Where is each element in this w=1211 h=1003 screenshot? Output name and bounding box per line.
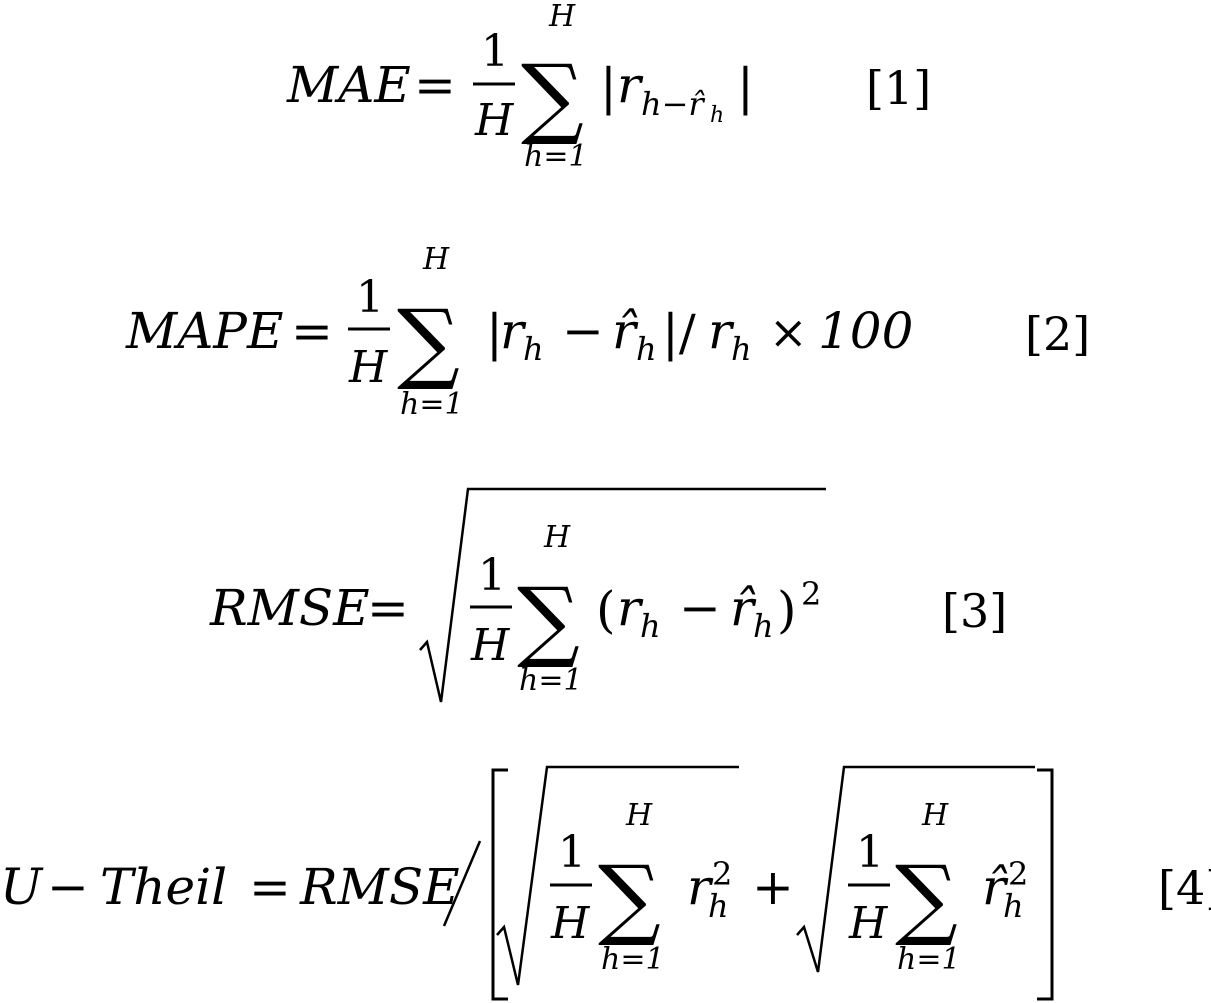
equation-u-theil: U − Theil = RMSE 1 H H ∑ h=1 r h 2 + 1 H… — [0, 765, 1211, 1001]
fraction-numerator: 1 — [356, 272, 384, 323]
subscript-h: h — [640, 607, 661, 645]
sum-lower-limit: h=1 — [400, 387, 464, 422]
variable-r: r — [617, 579, 644, 637]
rmse-label: RMSE — [209, 579, 370, 637]
open-parenthesis: ( — [596, 581, 616, 639]
fraction-numerator: 1 — [481, 26, 509, 77]
times-sign: × — [769, 305, 808, 359]
equals-sign: = — [414, 56, 456, 114]
subscript-h: h — [523, 330, 544, 368]
fraction-denominator: H — [848, 898, 889, 949]
fraction-numerator: 1 — [856, 827, 884, 878]
fraction-denominator: H — [550, 898, 591, 949]
abs-bar-open: | — [600, 58, 617, 116]
sum-lower-limit: h=1 — [601, 942, 665, 977]
square-root-sign — [419, 487, 826, 703]
variable-r: r — [708, 302, 735, 360]
sum-upper-limit: H — [543, 520, 571, 555]
theil-label: Theil — [100, 858, 227, 916]
equation-mape: MAPE = 1 H H ∑ h=1 | r h − r̂ h |/ r h ×… — [125, 242, 1090, 422]
mae-label: MAE — [286, 56, 411, 114]
sum-upper-limit: H — [625, 798, 653, 833]
fraction-numerator: 1 — [478, 550, 506, 601]
abs-bar-close: | — [737, 58, 754, 116]
summation-symbol: ∑ — [895, 846, 958, 949]
equation-rmse: RMSE = 1 H H ∑ h=1 ( r h − r̂ h ) 2 [3] — [209, 487, 1007, 703]
subscript-expression: h−r̂ — [641, 85, 705, 123]
square-root-sign — [496, 765, 739, 986]
right-bracket — [1037, 768, 1054, 1001]
abs-bar-close-divide: |/ — [662, 304, 696, 362]
variable-r: r — [617, 56, 644, 114]
sum-upper-limit: H — [921, 798, 949, 833]
u-label: U — [0, 858, 44, 916]
sum-lower-limit: h=1 — [897, 942, 961, 977]
equation-mae: MAE = 1 H H ∑ h=1 | r h−r̂ h | [1] — [286, 0, 931, 174]
variable-r-hat: r̂ — [982, 858, 1009, 916]
minus-sign: − — [679, 579, 721, 637]
square-root-sign — [796, 765, 1035, 973]
exponent-2: 2 — [1008, 855, 1028, 893]
summation-symbol: ∑ — [598, 846, 661, 949]
equals-sign: = — [291, 302, 333, 360]
equals-sign: = — [367, 579, 409, 637]
division-slash — [442, 840, 482, 927]
variable-r-hat: r̂ — [612, 302, 639, 360]
subscript-h: h — [753, 607, 774, 645]
equation-number: [4] — [1158, 861, 1211, 915]
variable-r: r — [687, 858, 714, 916]
sum-upper-limit: H — [548, 0, 576, 34]
subscript-h: h — [708, 887, 729, 925]
variable-r: r — [500, 302, 527, 360]
mape-label: MAPE — [125, 302, 283, 360]
exponent-2: 2 — [712, 855, 732, 893]
plus-sign: + — [752, 858, 794, 916]
abs-bar-open: | — [486, 304, 503, 362]
equation-number: [1] — [866, 61, 931, 115]
variable-r-hat: r̂ — [730, 579, 757, 637]
summation-symbol: ∑ — [521, 45, 584, 148]
subscript-h: h — [636, 330, 657, 368]
minus-sign: − — [562, 302, 604, 360]
sum-lower-limit: h=1 — [519, 663, 583, 698]
equals-sign: = — [249, 858, 291, 916]
equation-number: [2] — [1025, 307, 1090, 361]
summation-symbol: ∑ — [397, 290, 460, 393]
exponent-2: 2 — [801, 575, 821, 613]
equation-number: [3] — [942, 584, 1007, 638]
sum-upper-limit: H — [422, 242, 450, 277]
subscript-h: h — [731, 330, 752, 368]
fraction-denominator: H — [470, 620, 511, 671]
summation-symbol: ∑ — [517, 568, 580, 671]
fraction-denominator: H — [348, 342, 389, 393]
sum-lower-limit: h=1 — [524, 139, 588, 174]
fraction-denominator: H — [474, 95, 515, 146]
minus-sign: − — [47, 858, 89, 916]
subscript-h: h — [1003, 887, 1024, 925]
left-bracket — [491, 768, 508, 1001]
rmse-term: RMSE — [299, 858, 460, 916]
close-parenthesis: ) — [777, 581, 797, 639]
fraction-numerator: 1 — [558, 827, 586, 878]
constant-100: 100 — [818, 302, 913, 360]
subscript-subscript: h — [710, 103, 724, 128]
